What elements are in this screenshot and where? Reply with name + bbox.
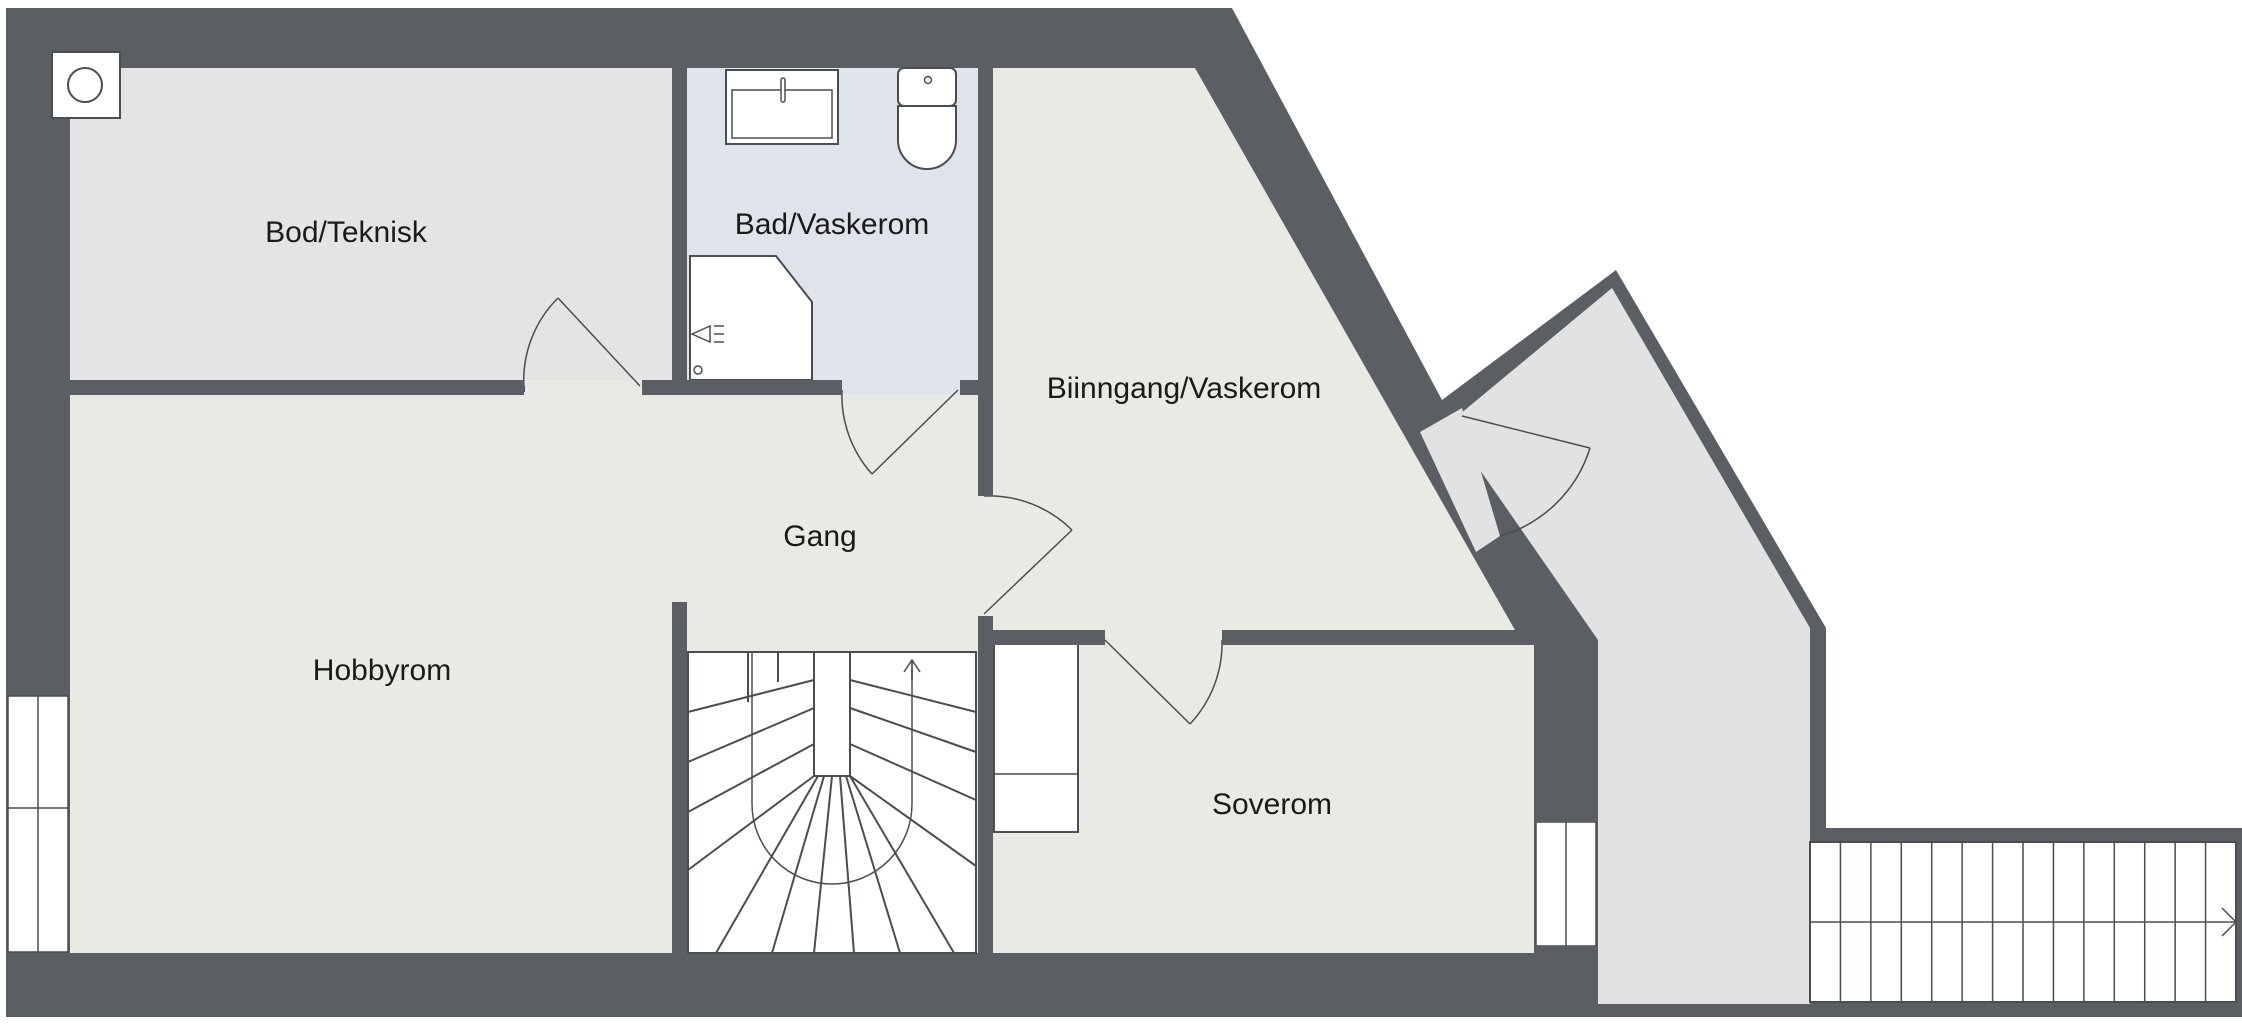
- sink-icon: [725, 69, 839, 145]
- label-soverom: Soverom: [1212, 788, 1332, 821]
- door-soverom[interactable]: [1104, 630, 1223, 725]
- room-bod-floor: [70, 68, 672, 380]
- label-hobbyrom: Hobbyrom: [313, 654, 451, 687]
- label-bod: Bod/Teknisk: [265, 216, 428, 249]
- door-biinngang[interactable]: [978, 495, 1073, 616]
- bench: [993, 643, 1079, 833]
- label-gang: Gang: [783, 520, 856, 553]
- windows: [7, 695, 1597, 953]
- boiler-icon: [51, 51, 121, 119]
- room-labels: Bod/Teknisk Bad/Vaskerom Biinngang/Vaske…: [265, 208, 1332, 821]
- room-biinngang-floor: [993, 68, 1515, 630]
- exterior-stair: [1809, 841, 2238, 1003]
- fixtures: [51, 51, 1079, 833]
- arrow-up-icon: [903, 658, 921, 680]
- door-bad[interactable]: [841, 380, 960, 475]
- shower-icon: [689, 255, 813, 381]
- label-biinngang: Biinngang/Vaskerom: [1047, 372, 1322, 405]
- door-exterior[interactable]: [1420, 408, 1591, 552]
- internal-stair: [687, 651, 977, 954]
- door-bod[interactable]: [522, 297, 642, 395]
- interior-walls: [70, 68, 1598, 953]
- outdoor-walkway-floor: [1448, 288, 1810, 1004]
- toilet-icon: [897, 67, 957, 170]
- doors: [522, 297, 1591, 725]
- label-bad: Bad/Vaskerom: [735, 208, 930, 241]
- room-soverom-floor: [993, 645, 1534, 953]
- arrow-right-icon: [2221, 907, 2238, 937]
